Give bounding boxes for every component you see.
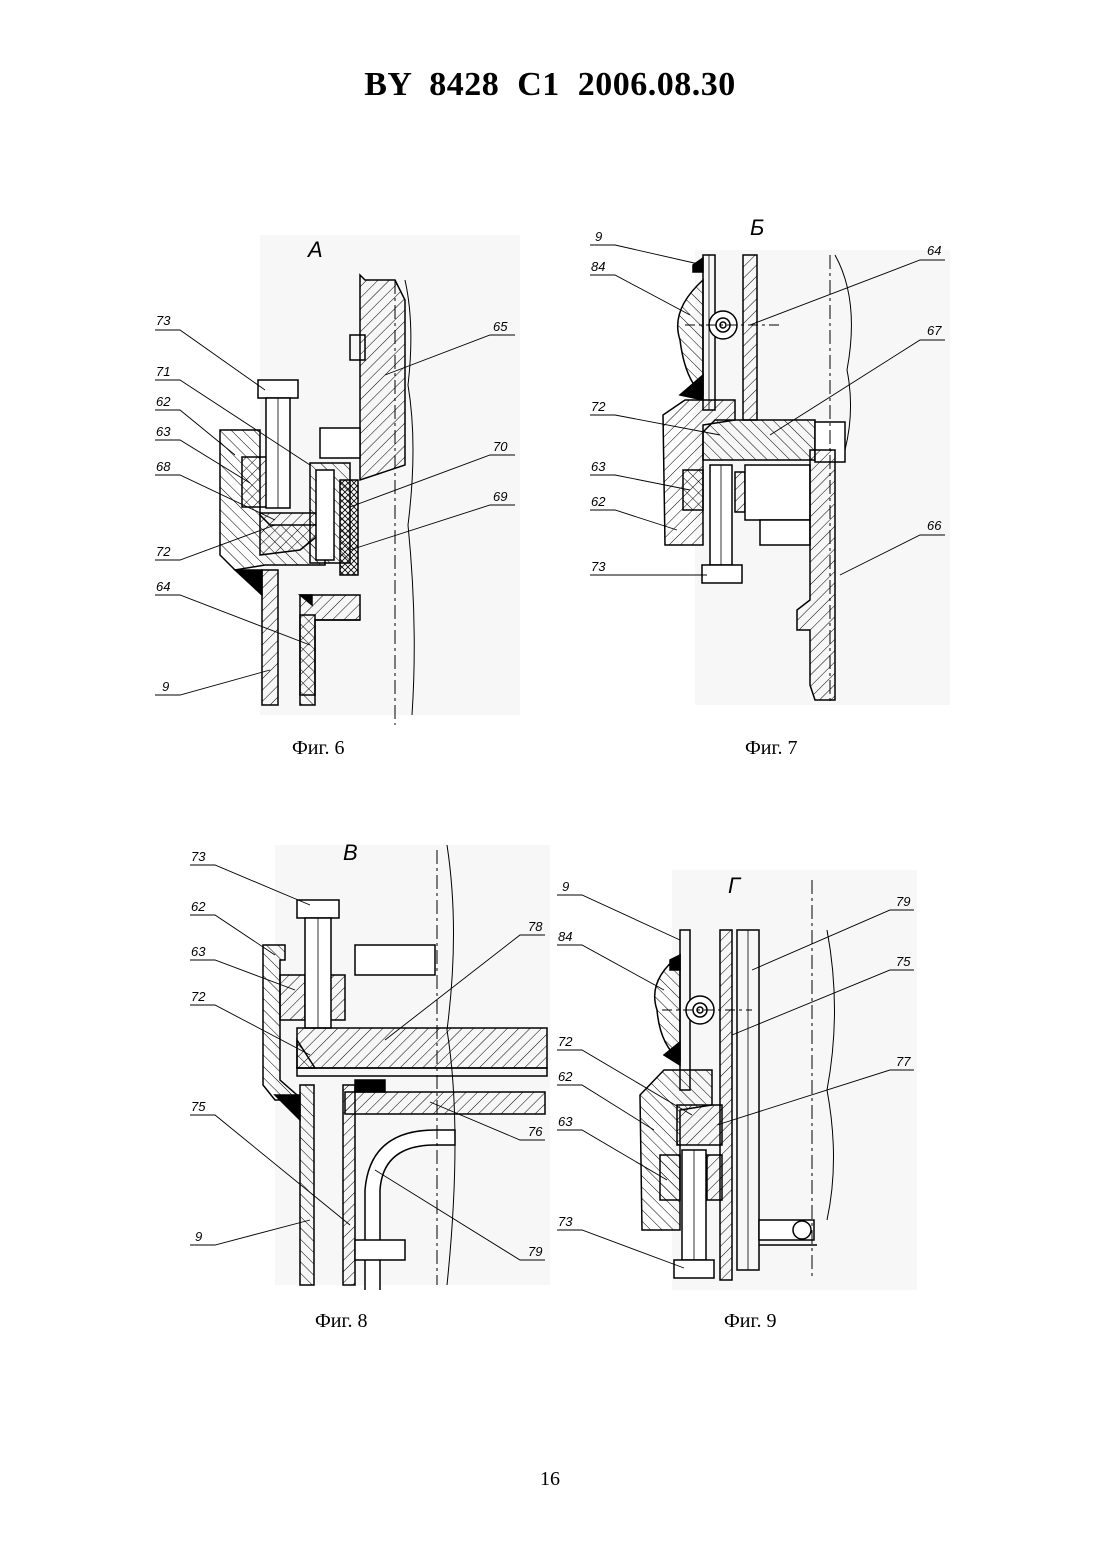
callout-73: 73 — [558, 1214, 573, 1229]
figure-caption: Фиг. 7 — [745, 737, 797, 760]
callout-63: 63 — [558, 1114, 573, 1129]
callout-84: 84 — [558, 929, 572, 944]
callout-9: 9 — [195, 1229, 202, 1244]
figure-caption: Фиг. 6 — [292, 737, 344, 760]
callout-77: 77 — [896, 1054, 911, 1069]
callout-72: 72 — [191, 989, 206, 1004]
callout-75: 75 — [191, 1099, 206, 1114]
callout-75: 75 — [896, 954, 911, 969]
callout-76: 76 — [528, 1124, 543, 1139]
callout-63: 63 — [156, 424, 171, 439]
callout-62: 62 — [591, 494, 606, 509]
callout-69: 69 — [493, 489, 507, 504]
view-letter-v: В — [343, 840, 358, 865]
page-number: 16 — [0, 1468, 1100, 1491]
figure-8: В 73 62 63 72 75 9 78 76 79 Фиг. 8 — [185, 830, 555, 1340]
callout-71: 71 — [156, 364, 170, 379]
callout-62: 62 — [191, 899, 206, 914]
callout-63: 63 — [191, 944, 206, 959]
callout-79: 79 — [528, 1244, 542, 1259]
callout-9: 9 — [162, 679, 169, 694]
figure-9-drawing: Г 9 84 72 62 63 73 79 75 77 — [552, 860, 932, 1290]
callout-62: 62 — [558, 1069, 573, 1084]
figure-7-drawing: Б 9 84 72 63 62 73 64 67 66 — [585, 210, 955, 710]
callout-79: 79 — [896, 894, 910, 909]
document-header: BY 8428 C1 2006.08.30 — [0, 66, 1100, 104]
callout-67: 67 — [927, 323, 942, 338]
callout-78: 78 — [528, 919, 543, 934]
figure-7: Б 9 84 72 63 62 73 64 67 66 Фиг. 7 — [585, 210, 955, 765]
callout-68: 68 — [156, 459, 171, 474]
callout-72: 72 — [591, 399, 606, 414]
callout-73: 73 — [156, 313, 171, 328]
view-letter-a: А — [306, 237, 323, 262]
callout-72: 72 — [558, 1034, 573, 1049]
figure-8-drawing: В 73 62 63 72 75 9 78 76 79 — [185, 830, 555, 1290]
callout-64: 64 — [927, 243, 941, 258]
view-letter-g: Г — [728, 873, 742, 898]
callout-63: 63 — [591, 459, 606, 474]
callout-72: 72 — [156, 544, 171, 559]
callout-73: 73 — [591, 559, 606, 574]
callout-70: 70 — [493, 439, 508, 454]
view-letter-b: Б — [750, 215, 764, 240]
callout-73: 73 — [191, 849, 206, 864]
callout-84: 84 — [591, 259, 605, 274]
callout-66: 66 — [927, 518, 942, 533]
figure-9: Г 9 84 72 62 63 73 79 75 77 Фиг. 9 — [552, 860, 932, 1340]
figure-6-drawing: А 73 71 62 63 68 72 64 9 65 70 69 — [150, 225, 530, 725]
callout-64: 64 — [156, 579, 170, 594]
callout-62: 62 — [156, 394, 171, 409]
callout-9: 9 — [562, 879, 569, 894]
callout-9: 9 — [595, 229, 602, 244]
figure-caption: Фиг. 9 — [724, 1310, 776, 1333]
figure-6: А 73 71 62 63 68 72 64 9 65 70 69 Фиг. 6 — [150, 225, 530, 765]
figure-caption: Фиг. 8 — [315, 1310, 367, 1333]
callout-65: 65 — [493, 319, 508, 334]
